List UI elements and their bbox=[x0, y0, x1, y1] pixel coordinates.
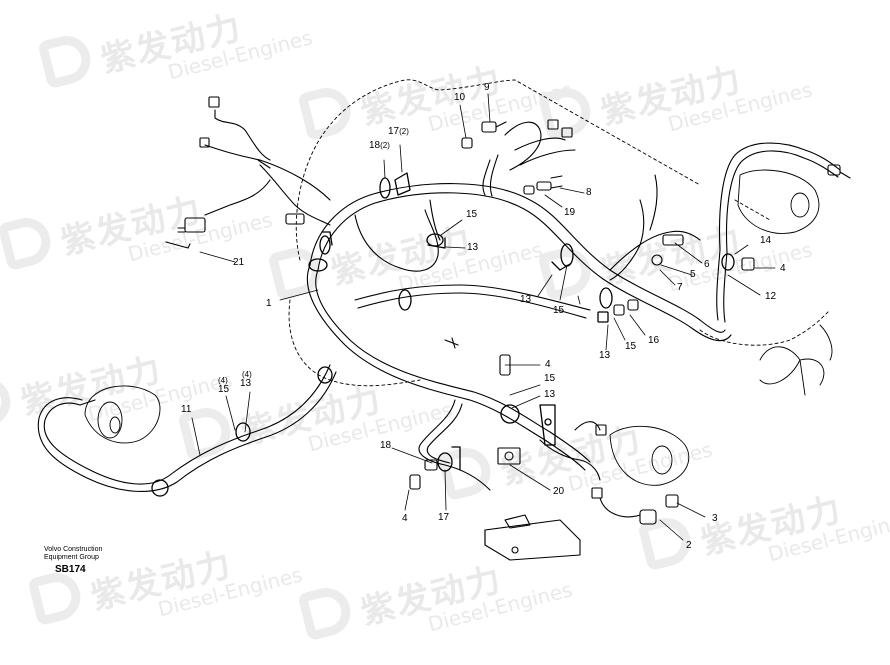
callout-13: 13 bbox=[520, 294, 532, 305]
callout-20: 20 bbox=[553, 486, 565, 497]
callout-3: 3 bbox=[712, 513, 718, 524]
harness-drawing bbox=[37, 79, 851, 561]
quantity-label: (4) bbox=[218, 376, 228, 385]
callout-18: 18 bbox=[380, 440, 392, 451]
relay-bracket bbox=[484, 514, 581, 561]
quantity-label: (2) bbox=[399, 127, 409, 136]
callout-13: 13 bbox=[467, 242, 479, 253]
callout-6: 6 bbox=[704, 259, 710, 270]
callout-9: 9 bbox=[484, 82, 490, 93]
callout-15: 15 bbox=[218, 384, 230, 395]
callout-15: 15 bbox=[544, 373, 556, 384]
lower-branch bbox=[418, 337, 641, 518]
callout-15: 15 bbox=[466, 209, 478, 220]
callout-4: 4 bbox=[545, 359, 551, 370]
engine-outline bbox=[288, 79, 831, 387]
callout-13: 13 bbox=[599, 350, 611, 361]
callout-13: 13 bbox=[544, 389, 556, 400]
drawing-code: SB174 bbox=[55, 564, 86, 575]
main-harness bbox=[306, 183, 732, 471]
callout-2: 2 bbox=[686, 540, 692, 551]
upper-left-branch bbox=[165, 96, 331, 249]
callout-14: 14 bbox=[760, 235, 772, 246]
callout-17: 17 bbox=[438, 512, 450, 523]
quantity-label: (4) bbox=[242, 370, 252, 379]
callout-16: 16 bbox=[648, 335, 660, 346]
right-branch bbox=[609, 142, 851, 323]
callout-15: 15 bbox=[625, 341, 637, 352]
callout-4: 4 bbox=[402, 513, 408, 524]
callout-19: 19 bbox=[564, 207, 576, 218]
callout-5: 5 bbox=[690, 269, 696, 280]
callout-17: 17(2) bbox=[388, 126, 409, 137]
callout-1: 1 bbox=[266, 298, 272, 309]
callout-11: 11 bbox=[181, 404, 192, 415]
callout-12: 12 bbox=[765, 291, 777, 302]
callout-10: 10 bbox=[454, 92, 466, 103]
callout-8: 8 bbox=[586, 187, 592, 198]
callout-18: 18(2) bbox=[369, 140, 390, 151]
callout-7: 7 bbox=[677, 282, 683, 293]
clamps bbox=[151, 172, 735, 497]
parts-diagram: 紫发动力 Diesel-Engines 紫发动力 Diesel-Engines … bbox=[0, 7, 890, 642]
callout-13: 13 bbox=[240, 378, 252, 389]
components bbox=[84, 169, 833, 486]
callout-21: 21 bbox=[233, 257, 245, 268]
quantity-label: (2) bbox=[380, 141, 390, 150]
leader-lines bbox=[191, 93, 776, 541]
left-branch bbox=[37, 364, 337, 492]
publisher-credit: Volvo Construction Equipment Group bbox=[44, 546, 103, 561]
callout-15: 15 bbox=[553, 305, 565, 316]
fittings bbox=[409, 121, 755, 525]
callout-4: 4 bbox=[780, 263, 786, 274]
